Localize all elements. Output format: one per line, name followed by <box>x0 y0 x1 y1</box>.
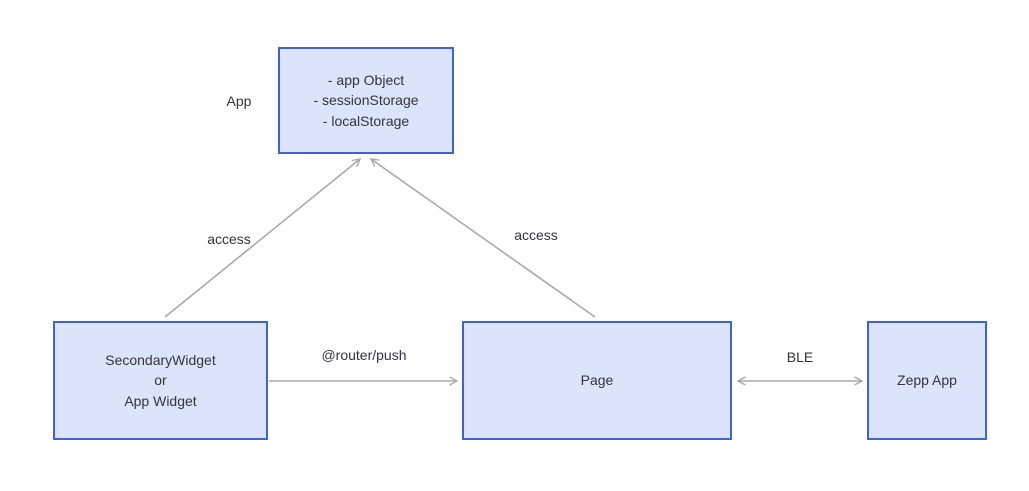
edge-label-page-to-zepp: BLE <box>786 349 814 365</box>
node-secondary-widget-line: SecondaryWidget <box>105 351 216 368</box>
edge-label-widget-to-page: @router/push <box>321 347 407 363</box>
node-app-line: - sessionStorage <box>313 92 419 109</box>
node-secondary-widget: SecondaryWidget or App Widget <box>53 321 268 440</box>
node-app-external-label: App <box>226 93 252 109</box>
node-page: Page <box>462 321 732 440</box>
edge-label-page-to-app: access <box>514 227 558 243</box>
node-app: - app Object - sessionStorage - localSto… <box>278 47 454 154</box>
node-zepp-app: Zepp App <box>867 321 987 440</box>
node-page-label: Page <box>580 372 614 389</box>
node-app-line: - app Object <box>327 71 405 88</box>
node-app-line: - localStorage <box>322 112 410 129</box>
node-secondary-widget-line: or <box>154 372 167 389</box>
edge-label-widget-to-app: access <box>207 231 251 247</box>
edge-widget-to-app <box>164 159 360 318</box>
node-zepp-app-label: Zepp App <box>897 372 957 389</box>
node-secondary-widget-line: App Widget <box>124 392 197 409</box>
edge-page-to-app <box>371 159 596 318</box>
